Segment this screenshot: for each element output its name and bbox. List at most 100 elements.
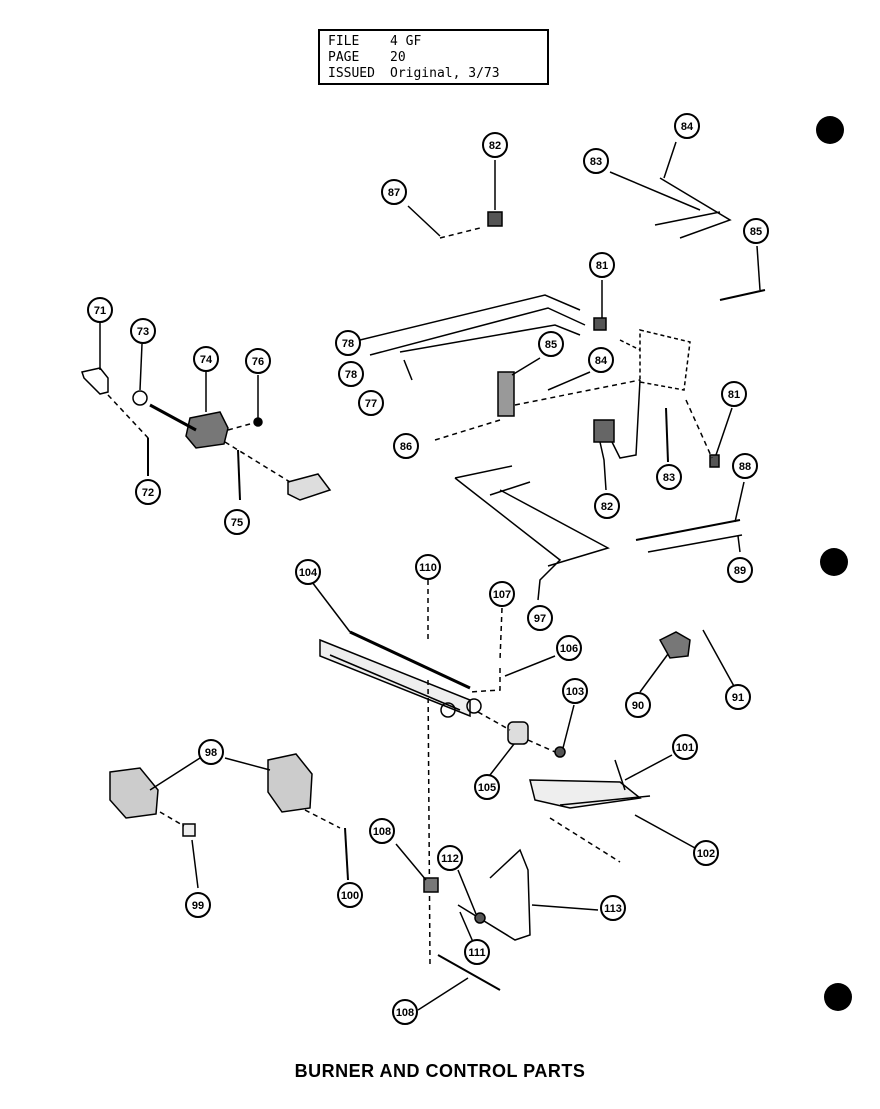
svg-text:110: 110 bbox=[419, 562, 437, 574]
svg-text:91: 91 bbox=[732, 692, 744, 704]
svg-text:74: 74 bbox=[200, 354, 213, 366]
binder-hole-bottom bbox=[824, 983, 852, 1011]
callout-85b: 85 bbox=[538, 331, 564, 357]
callout-89: 89 bbox=[727, 557, 753, 583]
diagram-caption: BURNER AND CONTROL PARTS bbox=[294, 1061, 586, 1081]
callout-81a: 81 bbox=[589, 252, 615, 278]
svg-text:112: 112 bbox=[441, 853, 459, 865]
file-label: FILE bbox=[328, 34, 360, 49]
valve-part-74 bbox=[185, 411, 229, 449]
thermocouple-bracket-108 bbox=[423, 877, 439, 893]
callout-101: 101 bbox=[672, 734, 698, 760]
svg-text:77: 77 bbox=[365, 398, 377, 410]
control-bracket bbox=[639, 329, 691, 391]
page-label: PAGE bbox=[328, 50, 360, 65]
svg-text:102: 102 bbox=[697, 848, 715, 860]
rod-part-88 bbox=[635, 519, 741, 541]
callout-81b: 81 bbox=[721, 381, 747, 407]
gas-valve-part-98b bbox=[267, 753, 313, 813]
svg-text:97: 97 bbox=[534, 613, 546, 625]
burner-part-104 bbox=[319, 638, 471, 718]
callout-77: 77 bbox=[358, 390, 384, 416]
callout-102: 102 bbox=[693, 840, 719, 866]
svg-text:78: 78 bbox=[342, 338, 354, 350]
svg-text:85: 85 bbox=[545, 339, 557, 351]
page-value: 20 bbox=[390, 50, 406, 65]
svg-text:86: 86 bbox=[400, 441, 412, 453]
callout-107: 107 bbox=[489, 581, 515, 607]
callout-72: 72 bbox=[135, 479, 161, 505]
callout-113: 113 bbox=[600, 895, 626, 921]
svg-text:81: 81 bbox=[596, 260, 608, 272]
callout-86: 86 bbox=[393, 433, 419, 459]
binder-hole-top bbox=[816, 116, 844, 144]
svg-text:105: 105 bbox=[478, 782, 496, 794]
svg-text:75: 75 bbox=[231, 517, 243, 529]
callout-100: 100 bbox=[337, 882, 363, 908]
cover-part bbox=[287, 473, 332, 501]
tube-part-78 bbox=[359, 294, 586, 356]
orifice-part-90 bbox=[658, 631, 691, 659]
svg-text:106: 106 bbox=[560, 643, 578, 655]
terminal-strip-part-95 bbox=[497, 371, 515, 417]
part-drawings bbox=[81, 141, 766, 1011]
callout-97: 97 bbox=[527, 605, 553, 631]
callout-84a: 84 bbox=[674, 113, 700, 139]
callout-110: 110 bbox=[415, 554, 441, 580]
callout-91: 91 bbox=[725, 684, 751, 710]
binder-hole-middle bbox=[820, 548, 848, 576]
svg-text:90: 90 bbox=[632, 700, 644, 712]
callout-108b: 108 bbox=[392, 999, 418, 1025]
issued-value: Original, 3/73 bbox=[390, 66, 500, 81]
clip-part-82 bbox=[487, 211, 503, 227]
callout-90: 90 bbox=[625, 692, 651, 718]
svg-text:72: 72 bbox=[142, 487, 154, 499]
svg-text:98: 98 bbox=[205, 747, 217, 759]
svg-text:111: 111 bbox=[468, 947, 485, 959]
svg-text:78: 78 bbox=[345, 369, 357, 381]
tube-part-84 bbox=[654, 177, 732, 239]
callout-73: 73 bbox=[130, 318, 156, 344]
svg-text:89: 89 bbox=[734, 565, 746, 577]
svg-text:82: 82 bbox=[489, 140, 501, 152]
svg-text:87: 87 bbox=[388, 187, 400, 199]
svg-text:101: 101 bbox=[676, 742, 694, 754]
page-row: PAGE 20 bbox=[328, 50, 547, 66]
svg-text:85: 85 bbox=[750, 226, 762, 238]
svg-text:108: 108 bbox=[373, 826, 391, 838]
callout-71: 71 bbox=[87, 297, 113, 323]
svg-text:88: 88 bbox=[739, 461, 751, 473]
washer-part-73 bbox=[132, 390, 148, 406]
callout-76: 76 bbox=[245, 348, 271, 374]
svg-text:73: 73 bbox=[137, 326, 149, 338]
manifold-part-101 bbox=[529, 779, 642, 809]
callout-74: 74 bbox=[193, 346, 219, 372]
assembly-line-110 bbox=[427, 679, 431, 966]
svg-text:113: 113 bbox=[604, 903, 622, 915]
thermocouple-tube-113 bbox=[457, 848, 531, 941]
svg-text:103: 103 bbox=[566, 686, 584, 698]
callout-111: 111 bbox=[464, 939, 490, 965]
svg-text:99: 99 bbox=[192, 900, 204, 912]
callout-84b: 84 bbox=[588, 347, 614, 373]
callout-75: 75 bbox=[224, 509, 250, 535]
tube-part-97 bbox=[454, 465, 610, 601]
svg-text:107: 107 bbox=[493, 589, 511, 601]
spud-part-105 bbox=[507, 721, 529, 745]
bracket-part-71 bbox=[81, 367, 109, 395]
callout-106: 106 bbox=[556, 635, 582, 661]
svg-text:81: 81 bbox=[728, 389, 740, 401]
callout-bubbles: 71 72 73 74 75 76 77 78 78 81 81 82 82 8… bbox=[87, 113, 769, 1025]
svg-text:84: 84 bbox=[595, 355, 608, 367]
svg-text:76: 76 bbox=[252, 356, 264, 368]
callout-104: 104 bbox=[295, 559, 321, 585]
gas-valve-part-98a bbox=[109, 767, 159, 819]
callout-78a: 78 bbox=[335, 330, 361, 356]
callout-82b: 82 bbox=[594, 493, 620, 519]
callout-87: 87 bbox=[381, 179, 407, 205]
callout-78b: 78 bbox=[338, 361, 364, 387]
